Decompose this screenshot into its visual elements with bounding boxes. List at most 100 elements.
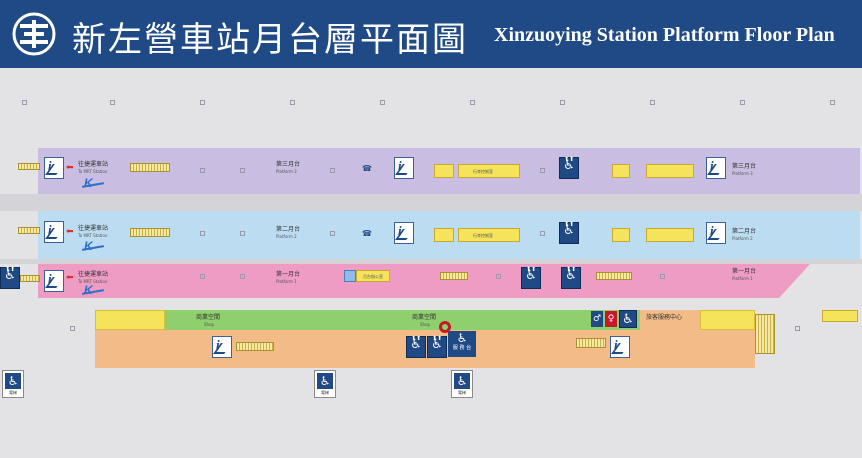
pillar xyxy=(240,231,245,236)
mrt-direction-label: 往捷運車站 xyxy=(78,161,109,168)
accessible-toilet-icon: ♿ xyxy=(619,310,637,328)
platform-2-label-right-en: Platform 2 xyxy=(732,236,753,241)
mrt-direction-label: 往捷運車站 xyxy=(78,225,109,232)
escalator-info-icon xyxy=(706,222,726,244)
pillar xyxy=(110,100,115,105)
floor-plan-map: ⬅ 往捷運車站 To MRT Station K 第三月台 Platform 3… xyxy=(0,68,862,458)
page-title-english: Xinzuoying Station Platform Floor Plan xyxy=(494,24,835,46)
stairs xyxy=(130,228,170,237)
stairs xyxy=(20,275,40,282)
pillar xyxy=(540,231,545,236)
pillar xyxy=(22,100,27,105)
kaohsiung-mrt-logo-icon: K xyxy=(84,177,106,189)
platform-2-label: 第二月台 xyxy=(276,226,301,233)
accessible-elevator-sign: ♿電梯 xyxy=(451,370,473,398)
pillar xyxy=(380,100,385,105)
pillar xyxy=(330,231,335,236)
phone-icon: ☎ xyxy=(362,164,372,173)
stair-block xyxy=(434,228,454,242)
pillar xyxy=(740,100,745,105)
arrow-left-icon: ⬅ xyxy=(66,163,74,173)
elevator-icon: ⬆⬆♿ xyxy=(559,157,579,179)
pillar xyxy=(496,274,501,279)
elevator-icon: ⬆⬆♿ xyxy=(427,336,447,358)
pillar xyxy=(330,168,335,173)
male-toilet-icon: ♂ xyxy=(591,311,603,327)
pillar xyxy=(650,100,655,105)
escalator-info-icon xyxy=(706,157,726,179)
mrt-direction-label-en: To MRT Station xyxy=(78,279,108,284)
office-block xyxy=(344,270,356,282)
escalator-info-icon xyxy=(44,270,64,292)
stair-block xyxy=(612,164,630,178)
escalator-info-icon xyxy=(394,157,414,179)
stair-block xyxy=(612,228,630,242)
shop-label-left-en: Shop xyxy=(204,322,215,327)
pillar xyxy=(830,100,835,105)
pillar xyxy=(240,274,245,279)
platform-3-label-right-en: Platform 3 xyxy=(732,171,753,176)
stair-block xyxy=(646,228,694,242)
pillar xyxy=(240,168,245,173)
pillar xyxy=(470,100,475,105)
pillar xyxy=(660,274,665,279)
you-are-here-marker xyxy=(439,321,451,333)
stairs xyxy=(596,272,632,280)
stairs xyxy=(130,163,170,172)
platform-office: 月台辦公室 xyxy=(356,270,390,282)
kaohsiung-mrt-logo-icon: K xyxy=(84,240,106,252)
accessible-elevator-sign: ♿電梯 xyxy=(2,370,24,398)
platform-1[interactable] xyxy=(38,264,810,298)
luggage-room-p2: 行李控制室 xyxy=(458,228,520,242)
platform-3-label-right: 第三月台 xyxy=(732,163,757,170)
stairs xyxy=(236,342,274,351)
mrt-direction-label-en: To MRT Station xyxy=(78,169,108,174)
shop-label-left: 商業空間 xyxy=(196,314,221,321)
luggage-room-p3: 行李控制室 xyxy=(458,164,520,178)
arrow-left-icon: ⬅ xyxy=(66,273,74,283)
shop-block-far-right xyxy=(822,310,858,322)
pillar xyxy=(200,231,205,236)
taiwan-railway-logo xyxy=(12,12,56,56)
shop-block-right xyxy=(700,310,755,330)
page-title-chinese: 新左營車站月台層平面圖 xyxy=(72,20,468,60)
pillar xyxy=(200,274,205,279)
stairs xyxy=(18,227,40,234)
stairs xyxy=(755,314,775,354)
shop-label-center: 商業空間 xyxy=(412,314,437,321)
escalator-info-icon xyxy=(44,157,64,179)
pillar xyxy=(540,168,545,173)
info-center-label: 旅客服務中心 xyxy=(646,314,683,321)
pillar xyxy=(290,100,295,105)
elevator-icon: ⬆⬆♿ xyxy=(561,267,581,289)
escalator-info-icon xyxy=(212,336,232,358)
elevator-icon: ⬆⬆♿ xyxy=(521,267,541,289)
accessible-elevator-sign: ♿電梯 xyxy=(314,370,336,398)
platform-1-label-right-en: Platform 1 xyxy=(732,276,753,281)
platform-1-label: 第一月台 xyxy=(276,271,301,278)
pillar xyxy=(560,100,565,105)
concourse-commercial-area[interactable] xyxy=(95,310,640,330)
platform-1-label-en: Platform 1 xyxy=(276,279,297,284)
stair-block xyxy=(646,164,694,178)
mrt-direction-label-en: To MRT Station xyxy=(78,233,108,238)
page-header: 新左營車站月台層平面圖 Xinzuoying Station Platform … xyxy=(0,0,862,68)
service-desk[interactable]: ♿服 務 台 xyxy=(448,331,476,357)
shop-label-center-en: Shop xyxy=(420,322,431,327)
shop-block-left xyxy=(95,310,165,330)
elevator-icon: ⬆⬆♿ xyxy=(0,267,20,289)
track-area xyxy=(0,259,862,264)
stairs xyxy=(576,338,606,348)
arrow-left-icon: ⬅ xyxy=(66,227,74,237)
pillar xyxy=(200,100,205,105)
platform-3-label: 第三月台 xyxy=(276,161,301,168)
platform-2-label-right: 第二月台 xyxy=(732,228,757,235)
platform-2-label-en: Platform 2 xyxy=(276,234,297,239)
platform-3-label-en: Platform 3 xyxy=(276,169,297,174)
pillar xyxy=(70,326,75,331)
female-toilet-icon: ♀ xyxy=(605,311,617,327)
escalator-info-icon xyxy=(394,222,414,244)
escalator-info-icon xyxy=(610,336,630,358)
pillar xyxy=(200,168,205,173)
escalator-info-icon xyxy=(44,221,64,243)
